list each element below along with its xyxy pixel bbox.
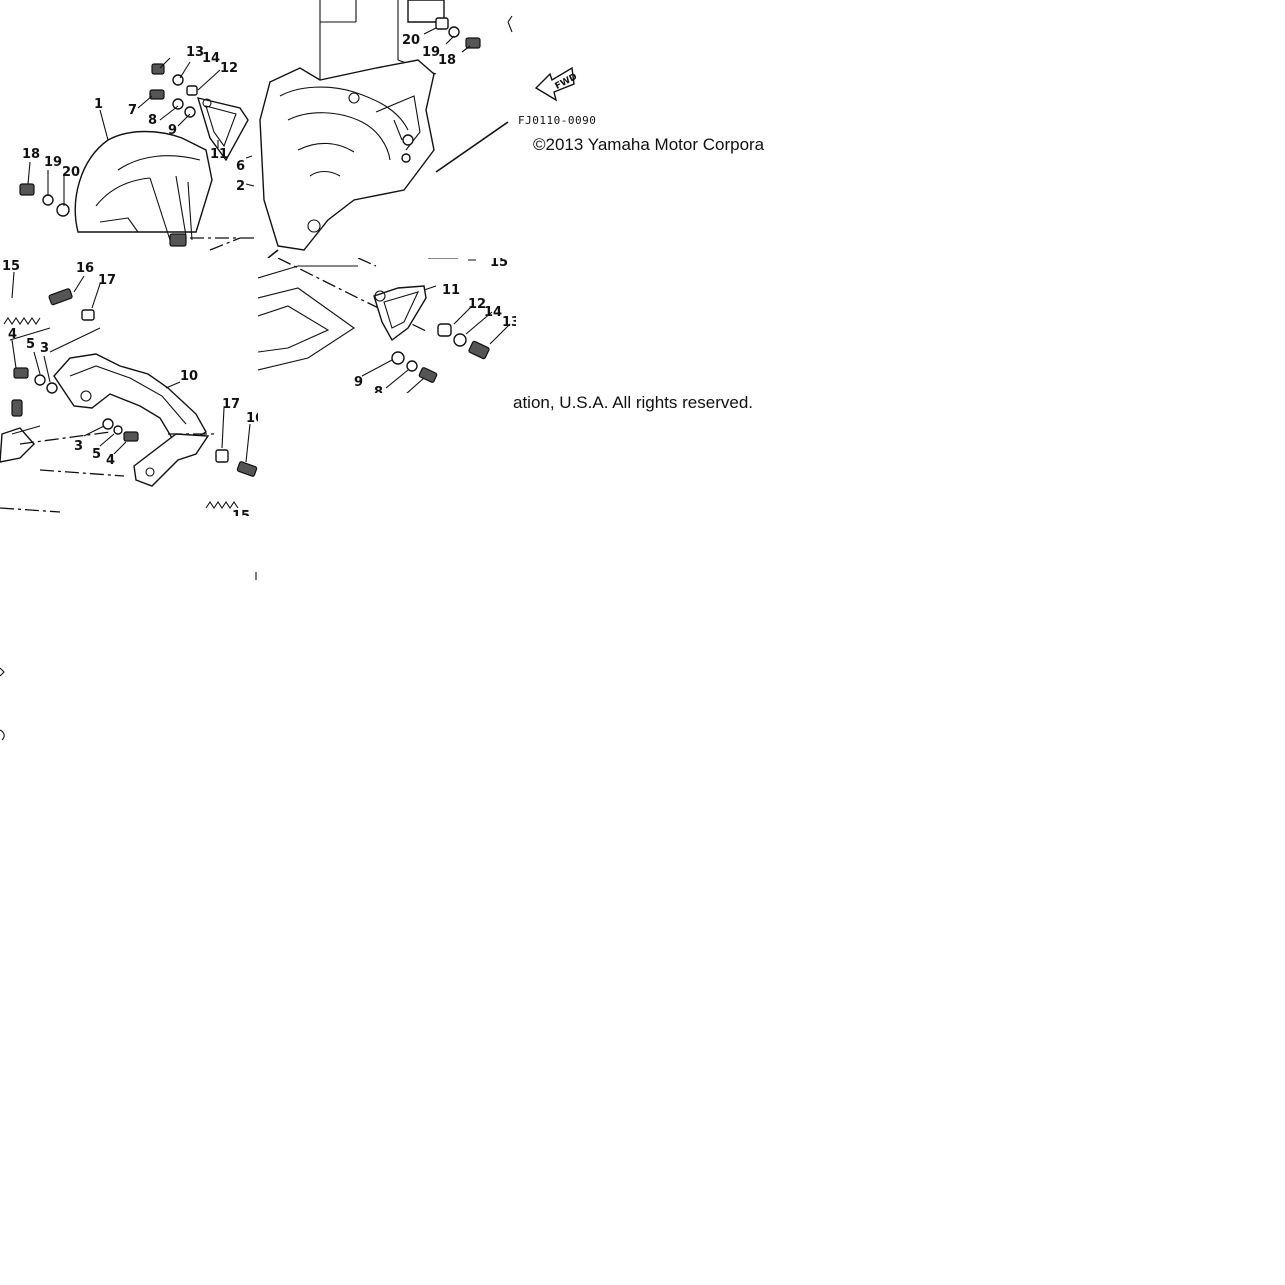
cover-assembly-drawing: 13 14 12 7 8 9 1 11 6 2 18 19 20 bbox=[19, 45, 258, 251]
callout-17: 17 bbox=[98, 273, 116, 288]
diagram-tile-bottom-left: 15 16 17 4 5 3 10 17 16 3 5 4 15 bbox=[0, 258, 258, 516]
callout-12: 12 bbox=[220, 61, 238, 76]
callout-15-mid: 15 bbox=[490, 258, 508, 270]
copyright-line-bottom: ation, U.S.A. All rights reserved. bbox=[513, 393, 753, 412]
callout-15: 15 bbox=[2, 259, 20, 274]
callout-4: 4 bbox=[8, 327, 17, 342]
bracket-assembly-drawing: 15 16 17 4 5 3 10 17 16 3 5 4 15 bbox=[0, 259, 258, 516]
callout-5: 5 bbox=[26, 337, 35, 352]
callout-14-mid: 14 bbox=[484, 305, 502, 320]
callout-1: 1 bbox=[94, 97, 103, 112]
diagram-tile-bottom-mid: 15 11 12 14 13 9 8 7 bbox=[258, 258, 516, 393]
diagram-tile-top-left: 13 14 12 7 8 9 1 11 6 2 18 19 20 bbox=[0, 0, 258, 258]
copyright-line-top: ©2013 Yamaha Motor Corpora bbox=[533, 135, 765, 154]
callout-11-mid: 11 bbox=[442, 283, 460, 298]
callout-5-lower: 5 bbox=[92, 447, 101, 462]
callout-18-top: 18 bbox=[438, 53, 456, 68]
callout-3: 3 bbox=[40, 341, 49, 356]
callout-9: 9 bbox=[168, 123, 177, 138]
bracket-11-drawing: 15 11 12 14 13 9 8 7 bbox=[258, 258, 516, 393]
callout-15-lower: 15 bbox=[232, 509, 250, 516]
callout-4-lower: 4 bbox=[106, 453, 115, 468]
callout-13: 13 bbox=[186, 45, 204, 60]
callout-10: 10 bbox=[180, 369, 198, 384]
callout-14: 14 bbox=[202, 51, 220, 66]
callout-19: 19 bbox=[44, 155, 62, 170]
fwd-arrow-icon: FJ0110-0090 FWD bbox=[518, 66, 596, 127]
callout-12-mid: 12 bbox=[468, 297, 486, 312]
callout-16-lower: 16 bbox=[246, 411, 258, 426]
diagram-edge-fragments bbox=[0, 572, 257, 741]
diagram-tile-top-mid: 20 19 18 bbox=[258, 0, 516, 258]
callout-2: 2 bbox=[236, 179, 245, 194]
callout-19-top: 19 bbox=[422, 45, 440, 60]
callout-11: 11 bbox=[210, 147, 228, 162]
callout-3-lower: 3 bbox=[74, 439, 83, 454]
pump-housing-drawing: 20 19 18 bbox=[259, 0, 513, 258]
callout-20: 20 bbox=[62, 165, 80, 180]
callout-20-top: 20 bbox=[402, 33, 420, 48]
callout-8-mid: 8 bbox=[374, 385, 383, 393]
callout-9-mid: 9 bbox=[354, 375, 363, 390]
drawing-code: FJ0110-0090 bbox=[518, 114, 596, 127]
callout-16: 16 bbox=[76, 261, 94, 276]
callout-13-mid: 13 bbox=[502, 315, 516, 330]
callout-7: 7 bbox=[128, 103, 137, 118]
callout-18: 18 bbox=[22, 147, 40, 162]
callout-8: 8 bbox=[148, 113, 157, 128]
callout-6: 6 bbox=[236, 159, 245, 174]
callout-17-lower: 17 bbox=[222, 397, 240, 412]
